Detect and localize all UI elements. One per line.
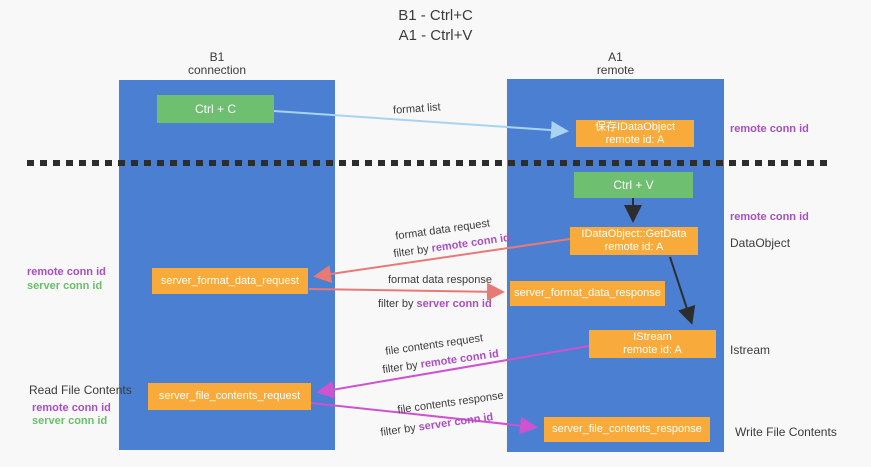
label-dataobject: DataObject xyxy=(730,236,791,250)
right-column-subtitle: remote xyxy=(596,63,635,77)
right-column-header: A1 remote xyxy=(507,51,724,77)
label-remote-conn-id-mid-right: remote conn id xyxy=(730,211,809,223)
filter-by-prefix: filter by xyxy=(381,358,422,377)
left-column-subtitle: connection xyxy=(187,63,247,77)
label-format-list: format list xyxy=(392,101,442,117)
node-server-format-data-request: server_format_data_request xyxy=(152,268,308,294)
filter-by-prefix: filter by xyxy=(392,242,433,261)
diagram-title: B1 - Ctrl+C A1 - Ctrl+V xyxy=(0,6,871,46)
label-server-conn-id-mid-left: server conn id xyxy=(27,280,103,292)
node-file-response-label: server_file_contents_response xyxy=(552,423,702,435)
node-ctrl-c-label: Ctrl + C xyxy=(194,102,236,116)
node-format-response-label: server_format_data_response xyxy=(514,287,661,299)
node-getdata-line1: IDataObject::GetData xyxy=(581,228,687,240)
node-ctrl-v-label: Ctrl + V xyxy=(613,178,654,192)
label-filter-by-server-conn-id-1: filter by server conn id xyxy=(378,298,492,310)
label-read-file-contents: Read File Contents xyxy=(29,383,132,397)
left-column-name: B1 xyxy=(209,50,225,64)
node-format-request-label: server_format_data_request xyxy=(160,274,300,287)
title-line-1: B1 - Ctrl+C xyxy=(398,7,473,24)
node-file-request-label: server_file_contents_request xyxy=(158,390,301,402)
label-filter-by-server-conn-id-2: filter by server conn id xyxy=(380,411,494,439)
node-istream-line1: IStream xyxy=(633,331,672,343)
node-save-idataobject-line2: remote id: A xyxy=(605,133,665,146)
filter-by-key-server-conn-id: server conn id xyxy=(416,298,492,310)
label-remote-conn-id-bottom-left: remote conn id xyxy=(32,402,111,414)
node-getdata-line2: remote id: A xyxy=(604,241,664,253)
label-remote-conn-id-mid-left: remote conn id xyxy=(27,266,106,278)
label-server-conn-id-bottom-left: server conn id xyxy=(32,415,108,427)
node-idataobject-getdata: IDataObject::GetData remote id: A xyxy=(570,227,698,255)
label-remote-conn-id-top-right: remote conn id xyxy=(730,123,809,135)
node-istream: IStream remote id: A xyxy=(589,330,716,358)
node-save-idataobject-line1: 保存IDataObject xyxy=(594,120,676,133)
arrow-format-data-response xyxy=(308,282,505,301)
node-save-idataobject: 保存IDataObject remote id: A xyxy=(576,120,694,147)
node-ctrl-c: Ctrl + C xyxy=(157,95,274,123)
node-istream-line2: remote id: A xyxy=(623,344,682,356)
right-column-name: A1 xyxy=(608,50,623,64)
node-ctrl-v: Ctrl + V xyxy=(574,172,693,198)
filter-by-prefix: filter by xyxy=(379,421,420,439)
node-server-format-data-response: server_format_data_response xyxy=(510,281,665,306)
node-server-file-contents-response: server_file_contents_response xyxy=(544,417,710,442)
filter-by-key-server-conn-id: server conn id xyxy=(417,411,495,434)
title-line-2: A1 - Ctrl+V xyxy=(398,27,473,44)
filter-by-prefix: filter by xyxy=(378,298,417,310)
label-write-file-contents: Write File Contents xyxy=(735,425,837,439)
node-server-file-contents-request: server_file_contents_request xyxy=(148,383,311,410)
label-format-data-response: format data response xyxy=(388,274,492,286)
session-divider-dashed-line xyxy=(27,160,832,166)
left-column-header: B1 connection xyxy=(119,51,315,77)
label-istream: Istream xyxy=(730,343,771,357)
